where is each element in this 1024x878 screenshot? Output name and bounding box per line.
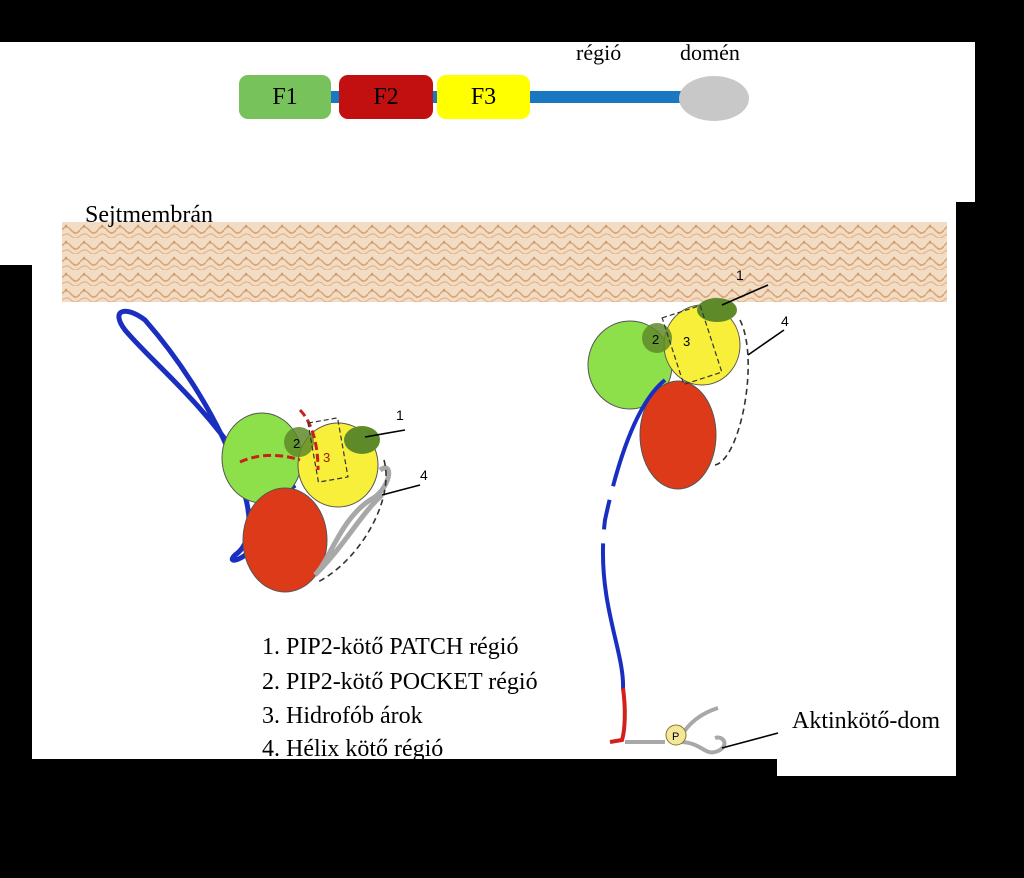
right-helix-outline [714,319,749,466]
left-label-2: 2 [293,436,300,451]
right-arrow-4 [747,329,785,356]
right-label-2: 2 [652,332,659,347]
right-blue-linker [600,378,667,691]
left-label-1: 1 [396,407,404,423]
right-label-3: 3 [683,334,690,349]
closed-conformation [116,308,421,593]
left-f2-red [242,487,328,593]
region-label: régió [576,40,622,65]
right-label-4: 4 [781,313,789,329]
membrane-label: Sejtmembrán [85,202,213,228]
right-label-1: 1 [736,267,744,283]
f3-domain-label: F3 [470,83,497,110]
left-arrow-1 [364,429,406,438]
legend-item-1: 1. PIP2-kötő PATCH régió [262,634,519,660]
actin-label: Aktinkötő-dom [792,708,940,734]
legend-item-4: 4. Hélix kötő régió [262,736,444,759]
f2-domain-box: F2 [339,75,433,119]
actin-label-clip: Aktinkötő-dom [790,708,956,742]
legend-item-4-clip: 4. Hélix kötő régió [262,736,562,759]
left-label-4: 4 [420,467,428,483]
legend-item-3: 3. Hidrofób árok [262,703,423,729]
phospho-circle [665,724,687,746]
left-red-loop [239,408,320,471]
left-helix-outline [317,459,387,583]
right-red-linker [609,687,627,744]
domain-label: domén [680,40,740,65]
f2-domain-label: F2 [373,83,399,110]
left-arrow-4 [381,484,421,496]
f1-domain-box: F1 [239,75,331,119]
right-f2-red [639,380,717,490]
f3-domain-box: F3 [437,75,530,119]
main-panel [32,262,956,759]
left-pocket [284,427,314,457]
legend-item-2: 2. PIP2-kötő POCKET régió [262,669,538,695]
open-conformation [587,284,785,755]
phospho-label: P [672,731,679,743]
right-arrow-1 [721,284,769,306]
left-patch [344,426,380,454]
left-gray-helix [313,465,392,577]
top-panel [0,42,975,202]
end-domain-oval [679,76,749,121]
left-groove [307,417,349,483]
cell-membrane [62,222,947,302]
membrane-texture [62,222,947,302]
right-groove [661,304,723,386]
right-patch [697,298,737,322]
actin-label-panel [777,700,956,776]
left-label-3: 3 [323,450,330,465]
actin-arrow [721,732,779,749]
f1-domain-label: F1 [272,83,298,110]
right-pocket [642,323,672,353]
